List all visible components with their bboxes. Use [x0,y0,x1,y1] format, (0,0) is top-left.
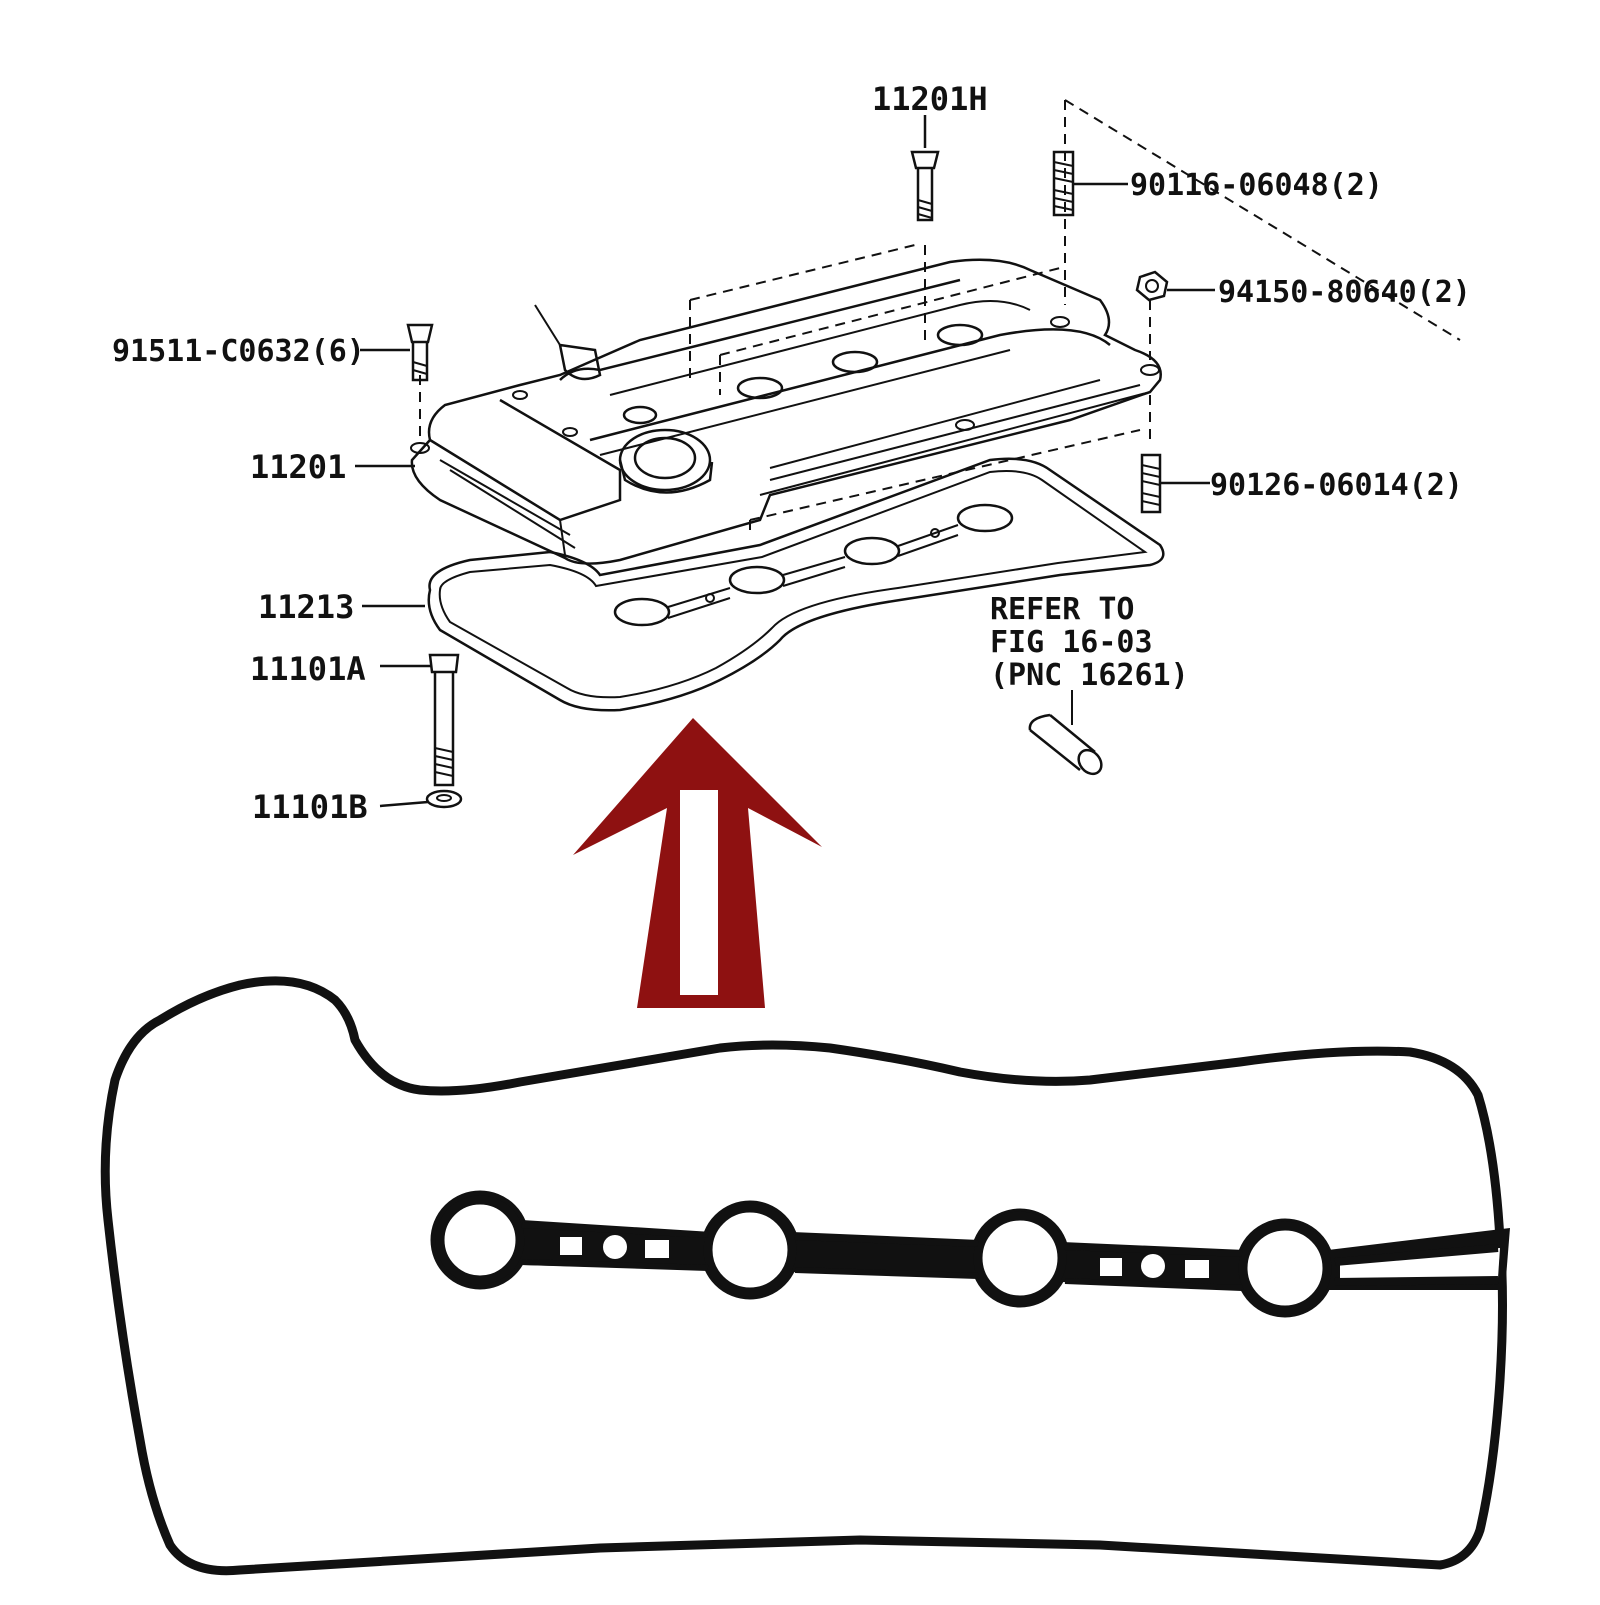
bolt-11201h-icon [910,115,940,222]
refer-note-line3: (PNC 16261) [990,658,1189,693]
gasket-drawing-top [427,457,1165,712]
label-94150-80640: 94150-80640(2) [1218,275,1471,310]
refer-note-line2: FIG 16-03 [990,625,1153,660]
label-11201: 11201 [250,448,346,486]
label-90116-06048: 90116-06048(2) [1130,168,1383,203]
pipe-icon [1028,690,1103,776]
red-up-arrow-icon [573,718,822,1008]
stud-lower-icon [1140,453,1210,514]
label-11201h: 11201H [872,80,988,118]
bolt-11101a-icon [380,653,460,787]
label-91511-c0632: 91511-C0632(6) [112,334,365,369]
label-11213: 11213 [258,588,354,626]
washer-11101b-icon [379,789,463,809]
label-90126-06014: 90126-06014(2) [1210,468,1463,503]
label-11101a: 11101A [250,650,366,688]
nut-icon [1135,270,1215,302]
stud-upper-icon [1052,150,1128,217]
label-11101b: 11101B [252,788,368,826]
bolt-left-icon [360,323,434,382]
refer-note-line1: REFER TO [990,592,1135,627]
gasket-product-outline [100,976,1510,1576]
valve-cover-drawing [410,99,1461,565]
